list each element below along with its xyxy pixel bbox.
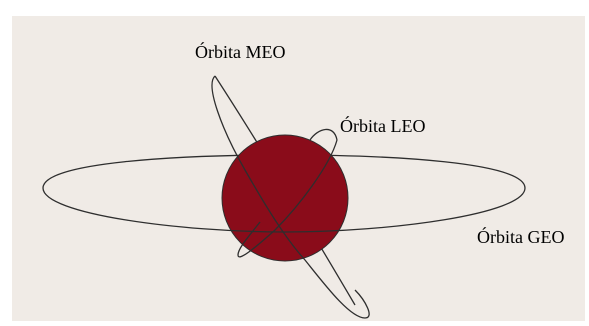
leo-label: Órbita LEO: [340, 115, 425, 136]
geo-label: Órbita GEO: [477, 226, 564, 247]
meo-label: Órbita MEO: [195, 41, 285, 62]
planet: [222, 135, 348, 261]
